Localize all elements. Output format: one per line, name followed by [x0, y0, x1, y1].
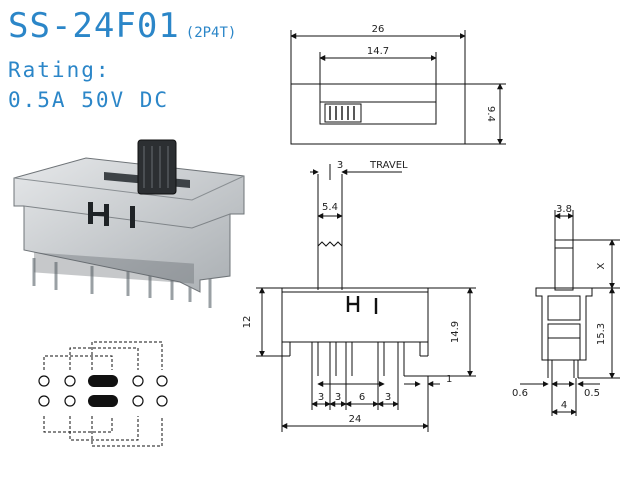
dim-travel-value: 3 [337, 160, 343, 171]
rating-value: 0.5A 50V DC [8, 88, 170, 112]
pole-throw-label: (2P4T) [185, 25, 237, 41]
dim-pin-offset: 1 [446, 374, 452, 385]
dim-base-length: 24 [349, 414, 362, 425]
front-view [256, 164, 476, 432]
model-number: SS-24F01 [8, 6, 180, 46]
contact-schematic [38, 341, 168, 447]
dim-knob-width: 5.4 [322, 202, 338, 213]
switch-photo [13, 139, 245, 308]
dim-pitch-b: 3 [335, 392, 341, 403]
product-title: SS-24F01 (2P4T) [8, 6, 236, 46]
dim-pitch-c: 6 [359, 392, 365, 403]
dim-side-pin-right: 0.5 [584, 388, 600, 399]
top-view [290, 30, 506, 145]
photo-pins [32, 258, 212, 308]
side-view [520, 210, 620, 416]
dim-side-x: X [596, 262, 607, 269]
dim-travel-label: TRAVEL [369, 160, 408, 171]
rating-label: Rating: [8, 58, 111, 82]
contact-dots [38, 375, 168, 407]
dim-side-pin-left: 0.6 [512, 388, 528, 399]
dim-total-height: 14.9 [450, 321, 461, 343]
common-contact-bottom [88, 395, 118, 407]
dim-top-length: 26 [372, 24, 385, 35]
dim-top-knob: 14.7 [367, 46, 389, 57]
dim-body-height: 12 [242, 316, 253, 329]
photo-marking [88, 202, 135, 228]
dim-side-pin-spacing: 4 [561, 400, 567, 411]
common-contact-top [88, 375, 118, 387]
dim-pitch-d: 3 [385, 392, 391, 403]
dim-top-height: 9.4 [485, 106, 496, 122]
dim-pitch-a: 3 [318, 392, 324, 403]
dim-side-height: 15.3 [596, 323, 607, 345]
dim-side-knob: 3.8 [556, 204, 572, 215]
